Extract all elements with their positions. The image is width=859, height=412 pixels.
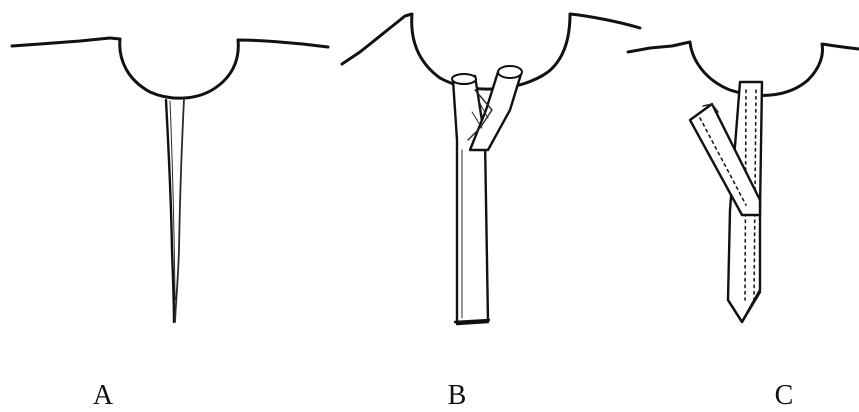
panel-b-strip-top — [452, 74, 476, 84]
panel-b-drawing — [342, 14, 640, 324]
panel-a-slit-left — [166, 100, 174, 322]
panel-a-neckline — [12, 38, 328, 98]
panel-b-short-strip-top — [498, 66, 522, 78]
panel-a-slit-right — [175, 99, 184, 322]
panel-b-placket-strip-long — [453, 76, 488, 324]
panel-b-label: B — [448, 380, 467, 412]
panel-c-drawing — [628, 42, 859, 322]
panel-c-label: C — [775, 380, 794, 412]
panel-a-label: A — [93, 380, 113, 412]
panel-a-drawing — [12, 38, 328, 322]
panel-b-neckline — [342, 14, 640, 89]
